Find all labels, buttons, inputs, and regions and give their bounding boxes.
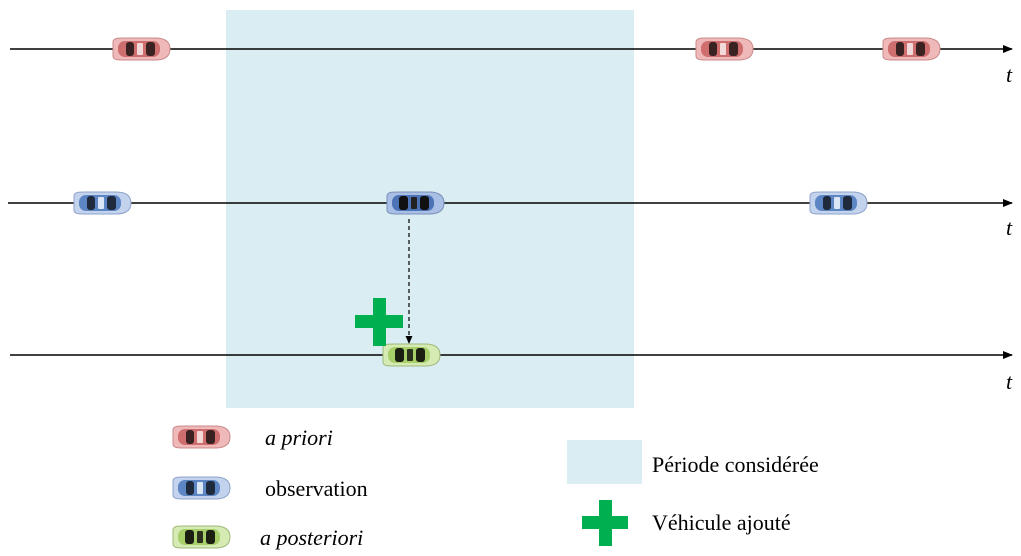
- legend-posterior-label: a posteriori: [260, 525, 363, 550]
- prior-car: [695, 37, 754, 61]
- observation-timeline-t-label: t: [1006, 215, 1013, 240]
- prior-car: [112, 37, 171, 61]
- prior-timeline-t-label: t: [1006, 62, 1013, 87]
- legend-posterior-car-icon: [172, 525, 231, 549]
- posterior-car: [382, 343, 441, 367]
- observation-car: [73, 191, 132, 215]
- observation-car: [809, 191, 868, 215]
- posterior-timeline-t-label: t: [1006, 369, 1013, 394]
- legend-observation-label: observation: [265, 476, 368, 501]
- legend-period-label: Période considérée: [652, 452, 819, 477]
- legend-prior-car-icon: [172, 425, 231, 449]
- legend-added-vehicle-label: Véhicule ajouté: [652, 510, 791, 535]
- observation-car-in-period: [386, 191, 445, 215]
- legend-observation-car-icon: [172, 476, 231, 500]
- legend-prior-label: a priori: [265, 425, 333, 450]
- legend-added-vehicle-plus-icon: [582, 500, 628, 546]
- prior-car: [882, 37, 941, 61]
- added-vehicle-plus-icon: [355, 298, 403, 346]
- legend-period-swatch: [567, 440, 642, 484]
